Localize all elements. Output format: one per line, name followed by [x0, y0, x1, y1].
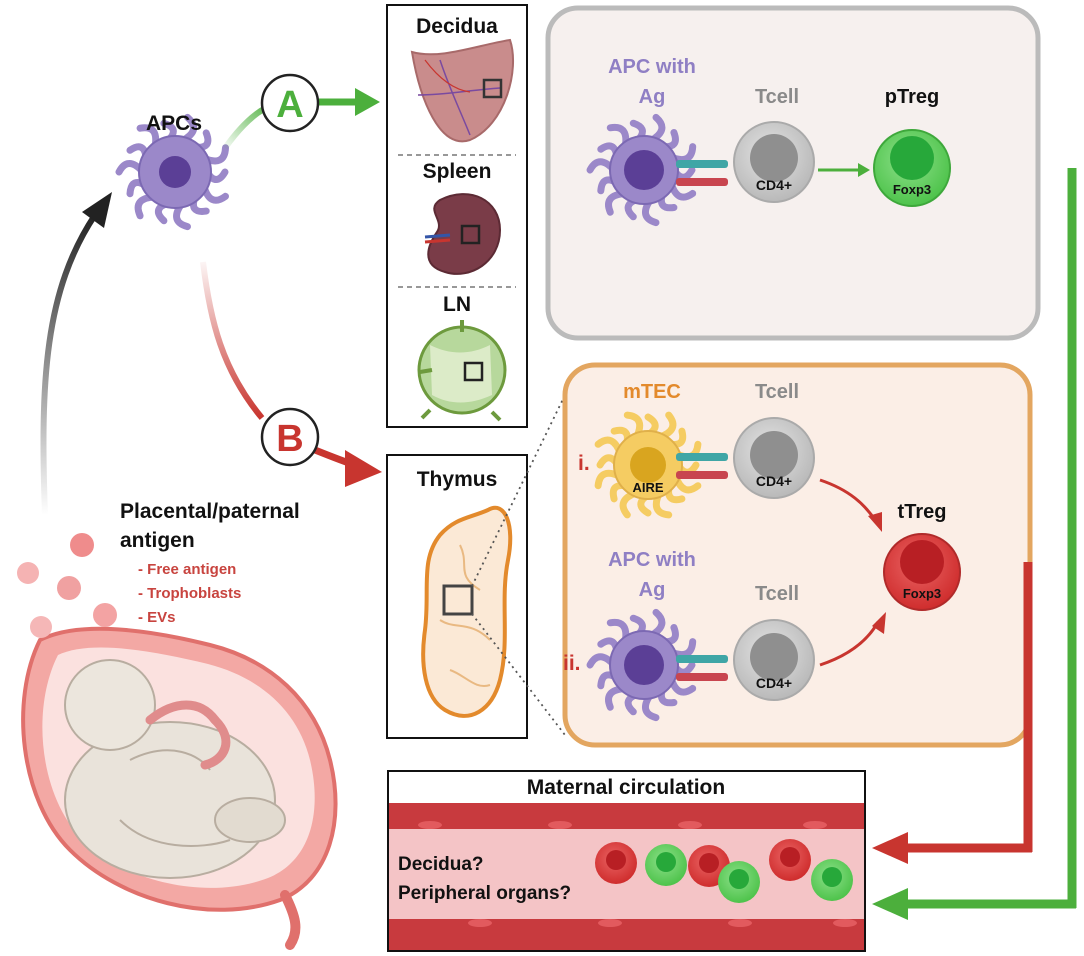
ttreg-foxp3-label: Foxp3 — [903, 586, 941, 601]
antigen-heading-line2: antigen — [120, 529, 195, 552]
ptreg-to-circulation-arrow — [872, 167, 1077, 920]
ptreg-cd4-label: CD4+ — [756, 177, 792, 193]
antigen-particles — [17, 533, 117, 638]
aire-label: AIRE — [632, 480, 663, 495]
ttreg-tcell-label-i: Tcell — [755, 381, 799, 403]
ttreg-conversion-arrows — [819, 478, 886, 667]
cell-nucleus — [624, 645, 664, 685]
ttreg-cell: Foxp3 — [883, 533, 961, 611]
circulation-title: Maternal circulation — [527, 776, 725, 799]
maternal-circulation-panel: Maternal circulation Decidua? Peripheral… — [387, 770, 866, 952]
ttreg-cd4-label-ii: CD4+ — [756, 675, 792, 691]
ln-label: LN — [443, 293, 471, 316]
mtec-cell: AIRE — [594, 411, 702, 519]
vessel-endothelium — [418, 821, 857, 927]
ttreg-tcell-label-ii: Tcell — [755, 583, 799, 605]
mtec-label: mTEC — [623, 381, 681, 403]
antigen-heading-line1: Placental/paternal — [120, 500, 300, 523]
cell-nucleus — [159, 156, 191, 188]
ptreg-synapse — [676, 160, 728, 186]
ttreg-apc-label-line2: Ag — [639, 579, 666, 601]
ptreg-apc-label-line2: Ag — [639, 86, 666, 108]
thymus-label: Thymus — [417, 468, 498, 491]
lymph-node-icon — [417, 320, 507, 422]
spleen-icon — [424, 193, 502, 275]
thymus-icon — [421, 506, 513, 718]
antigen-item-free: - Free antigen — [138, 561, 236, 578]
circulation-question-peripheral: Peripheral organs? — [398, 883, 571, 904]
peripheral-induction-box: APC with Ag Tcell pTreg CD4+ Foxp3 — [545, 5, 1041, 341]
roman-i-label: i. — [578, 452, 590, 475]
ptreg-apc-cell — [586, 113, 697, 227]
peripheral-organs-panel: Decidua Spleen LN — [386, 4, 528, 428]
ttreg-cd4-label-i: CD4+ — [756, 473, 792, 489]
ptreg-apc-label-line1: APC with — [608, 56, 696, 78]
apc-source-cell — [115, 113, 229, 231]
cell-nucleus — [624, 150, 664, 190]
path-b-badge: B — [260, 407, 320, 467]
ttreg-to-circulation-arrow — [872, 561, 1033, 864]
fetus-illustration — [64, 659, 286, 879]
arrow-to-apcs — [40, 192, 112, 516]
ttreg-apc-cell — [586, 608, 697, 722]
decidua-label: Decidua — [416, 15, 498, 38]
ttreg-tcell-ii: CD4+ — [733, 619, 815, 701]
antigen-item-trophoblasts: - Trophoblasts — [138, 585, 241, 602]
ptreg-foxp3-label: Foxp3 — [893, 182, 931, 197]
path-b-arrow — [200, 261, 382, 487]
ptreg-cell: Foxp3 — [873, 129, 951, 207]
ptreg-label: pTreg — [885, 86, 939, 108]
path-b-letter: B — [276, 418, 303, 460]
ptreg-tcell-label: Tcell — [755, 86, 799, 108]
mtec-synapse — [676, 453, 728, 479]
circulation-question-decidua: Decidua? — [398, 854, 484, 875]
apcs-label: APCs — [146, 112, 202, 135]
thymus-panel: Thymus — [386, 394, 566, 739]
thymic-induction-box: mTEC Tcell i. AIRE CD4+ APC with Ag Tcel… — [562, 362, 1033, 748]
ttreg-synapse-ii — [676, 655, 728, 681]
spleen-label: Spleen — [423, 160, 492, 183]
ttreg-tcell-i: CD4+ — [733, 417, 815, 499]
ttreg-apc-label-line1: APC with — [608, 549, 696, 571]
circulating-treg-cells — [595, 839, 853, 903]
cell-nucleus — [630, 447, 666, 483]
ttreg-label: tTreg — [898, 501, 947, 523]
ptreg-conversion-arrow — [818, 163, 870, 177]
path-a-badge: A — [260, 73, 320, 133]
antigen-item-evs: - EVs — [138, 609, 176, 626]
pregnant-uterus-illustration — [21, 626, 338, 950]
decidua-icon — [410, 38, 514, 143]
path-a-letter: A — [276, 84, 303, 126]
roman-ii-label: ii. — [563, 652, 581, 675]
ptreg-tcell: CD4+ — [733, 121, 815, 203]
